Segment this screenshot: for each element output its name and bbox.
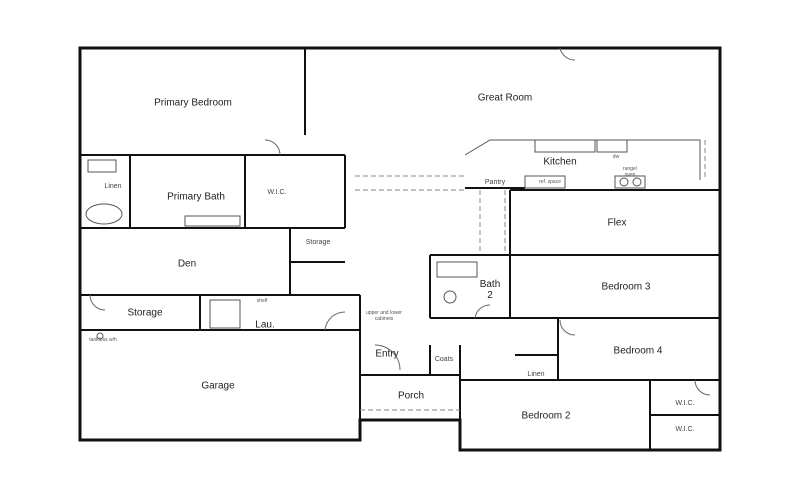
room-bedroom2: Bedroom 2: [521, 410, 571, 422]
room-flex: Flex: [607, 217, 627, 229]
room-wic-2: W.I.C.: [675, 426, 695, 433]
room-laundry: Lau.: [255, 319, 275, 331]
doors: [89, 47, 711, 396]
note-tankless: tankless w/h: [89, 337, 117, 343]
room-bath2: Bath 2: [479, 279, 501, 301]
interior-walls: [80, 48, 720, 450]
note-ref-space: ref. space: [539, 179, 561, 185]
note-dw: dw: [612, 154, 620, 160]
dashed-lines: [355, 140, 706, 411]
room-pantry: Pantry: [484, 179, 506, 186]
room-porch: Porch: [397, 390, 425, 402]
note-shelf: shelf: [256, 298, 268, 304]
room-storage-lower: Storage: [127, 307, 163, 319]
room-garage: Garage: [201, 380, 235, 392]
room-entry: Entry: [375, 348, 399, 360]
note-range-oven: range/ oven: [622, 166, 638, 178]
kitchen-counters: [464, 139, 701, 189]
room-coats: Coats: [434, 356, 454, 363]
room-kitchen: Kitchen: [543, 156, 577, 168]
note-cabinets: upper and lower cabinets: [366, 310, 402, 322]
room-wic-primary: W.I.C.: [267, 189, 287, 196]
room-bedroom3: Bedroom 3: [601, 281, 651, 293]
room-primary-bath: Primary Bath: [167, 191, 225, 203]
room-linen-hall: Linen: [527, 371, 545, 378]
room-great-room: Great Room: [477, 92, 533, 104]
room-den: Den: [177, 258, 197, 270]
fixtures: [85, 159, 478, 340]
room-linen-primary: Linen: [104, 183, 122, 190]
room-bedroom4: Bedroom 4: [613, 345, 663, 357]
room-wic-1: W.I.C.: [675, 400, 695, 407]
room-storage-upper: Storage: [305, 239, 331, 246]
room-primary-bedroom: Primary Bedroom: [154, 97, 232, 109]
